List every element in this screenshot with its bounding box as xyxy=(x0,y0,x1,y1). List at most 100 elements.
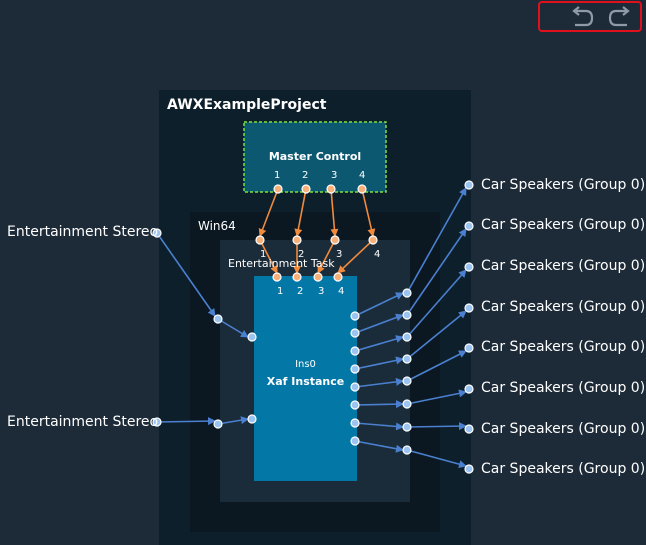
input-label[interactable]: Entertainment Stereo xyxy=(7,224,159,240)
output-sink-pin[interactable] xyxy=(464,221,474,231)
audio-output-wire xyxy=(406,269,467,338)
audio-input-wire xyxy=(217,318,249,338)
project-title: AWXExampleProject xyxy=(167,97,327,113)
output-label[interactable]: Car Speakers (Group 0) xyxy=(481,421,646,437)
output-sink-pin[interactable] xyxy=(464,464,474,474)
output-sink-pin[interactable] xyxy=(464,262,474,272)
instance-input-pin[interactable] xyxy=(247,414,257,424)
undo-redo-toolbar xyxy=(538,1,642,32)
platform-output-pin[interactable] xyxy=(402,310,412,320)
output-sink-pin[interactable] xyxy=(464,180,474,190)
master-output-pin[interactable] xyxy=(326,184,336,194)
audio-output-wire xyxy=(354,292,404,317)
platform-output-pin[interactable] xyxy=(402,332,412,342)
master-control-block[interactable] xyxy=(243,121,387,193)
audio-output-wire xyxy=(354,335,404,352)
task-upper-pin-label: 2 xyxy=(298,249,305,260)
output-sink-pin[interactable] xyxy=(464,424,474,434)
output-label[interactable]: Car Speakers (Group 0) xyxy=(481,177,646,193)
output-label[interactable]: Car Speakers (Group 0) xyxy=(481,339,646,355)
master-pin-label: 1 xyxy=(274,170,281,181)
undo-button[interactable] xyxy=(566,5,596,29)
instance-output-pin[interactable] xyxy=(350,400,360,410)
instance-output-pin[interactable] xyxy=(350,346,360,356)
task-lower-pin-label: 1 xyxy=(277,286,284,297)
platform-output-pin[interactable] xyxy=(402,376,412,386)
platform-output-pin[interactable] xyxy=(402,399,412,409)
output-label[interactable]: Car Speakers (Group 0) xyxy=(481,299,646,315)
master-pin-label: 4 xyxy=(359,170,366,181)
pins xyxy=(152,180,474,474)
output-label[interactable]: Car Speakers (Group 0) xyxy=(481,258,646,274)
control-wire xyxy=(330,188,339,237)
output-sink-pin[interactable] xyxy=(464,343,474,353)
master-output-pin[interactable] xyxy=(273,184,283,194)
task-control-input-pin[interactable] xyxy=(330,235,340,245)
instance-output-pin[interactable] xyxy=(350,436,360,446)
control-wire xyxy=(317,239,336,274)
platform-input-pin[interactable] xyxy=(213,314,223,324)
output-label[interactable]: Car Speakers (Group 0) xyxy=(481,217,646,233)
audio-output-wire xyxy=(354,440,404,453)
control-wire xyxy=(361,188,376,237)
task-control-input-pin[interactable] xyxy=(255,235,265,245)
output-label[interactable]: Car Speakers (Group 0) xyxy=(481,461,646,477)
instance-control-input-pin[interactable] xyxy=(272,272,282,282)
master-control-title: Master Control xyxy=(268,150,362,163)
platform-output-pin[interactable] xyxy=(402,288,412,298)
control-wire xyxy=(294,188,307,237)
task-upper-pin-label: 4 xyxy=(374,249,381,260)
xaf-instance-block[interactable] xyxy=(254,276,357,481)
platform-output-pin[interactable] xyxy=(402,422,412,432)
instance-control-input-pin[interactable] xyxy=(313,272,323,282)
master-pin-label: 3 xyxy=(331,170,338,181)
instance-output-pin[interactable] xyxy=(350,382,360,392)
input-source-pin[interactable] xyxy=(152,228,162,238)
task-title: Entertainment Task xyxy=(228,257,335,270)
redo-button[interactable] xyxy=(606,5,636,29)
instance-control-input-pin[interactable] xyxy=(333,272,343,282)
platform-title: Win64 xyxy=(198,219,236,233)
audio-output-wire xyxy=(406,187,467,294)
audio-input-wire xyxy=(217,416,249,425)
instance-output-pin[interactable] xyxy=(350,311,360,321)
instance-id: Ins0 xyxy=(295,359,316,370)
instance-output-pin[interactable] xyxy=(350,328,360,338)
audio-output-wire xyxy=(354,400,404,409)
audio-output-wire xyxy=(354,313,404,334)
platform-output-pin[interactable] xyxy=(402,354,412,364)
task-upper-pin-label: 1 xyxy=(260,249,267,260)
audio-output-wire xyxy=(406,350,467,382)
instance-output-pin[interactable] xyxy=(350,418,360,428)
platform-output-pin[interactable] xyxy=(402,445,412,455)
output-sink-pin[interactable] xyxy=(464,384,474,394)
undo-icon xyxy=(572,6,594,27)
output-sink-pin[interactable] xyxy=(464,303,474,313)
control-wire xyxy=(337,239,374,274)
instance-title: Xaf Instance xyxy=(266,375,345,388)
task-lower-pin-label: 4 xyxy=(338,286,345,297)
task-upper-pin-label: 3 xyxy=(336,249,343,260)
audio-output-wire xyxy=(406,228,467,316)
platform-input-pin[interactable] xyxy=(213,419,223,429)
instance-input-pin[interactable] xyxy=(247,332,257,342)
task-lower-pin-label: 2 xyxy=(297,286,304,297)
master-output-pin[interactable] xyxy=(357,184,367,194)
task-control-input-pin[interactable] xyxy=(368,235,378,245)
audio-output-wire xyxy=(406,449,467,469)
audio-output-wire xyxy=(354,422,404,431)
audio-input-wire xyxy=(156,232,216,317)
audio-output-wire xyxy=(354,377,404,388)
input-source-pin[interactable] xyxy=(152,417,162,427)
instance-control-input-pin[interactable] xyxy=(292,272,302,282)
master-pin-label: 2 xyxy=(302,170,309,181)
master-output-pin[interactable] xyxy=(301,184,311,194)
audio-output-wire xyxy=(406,422,467,431)
control-wire xyxy=(258,188,279,237)
task-control-input-pin[interactable] xyxy=(292,235,302,245)
input-label[interactable]: Entertainment Stereo xyxy=(7,414,159,430)
instance-output-pin[interactable] xyxy=(350,364,360,374)
task-lower-pin-label: 3 xyxy=(318,286,325,297)
output-label[interactable]: Car Speakers (Group 0) xyxy=(481,380,646,396)
